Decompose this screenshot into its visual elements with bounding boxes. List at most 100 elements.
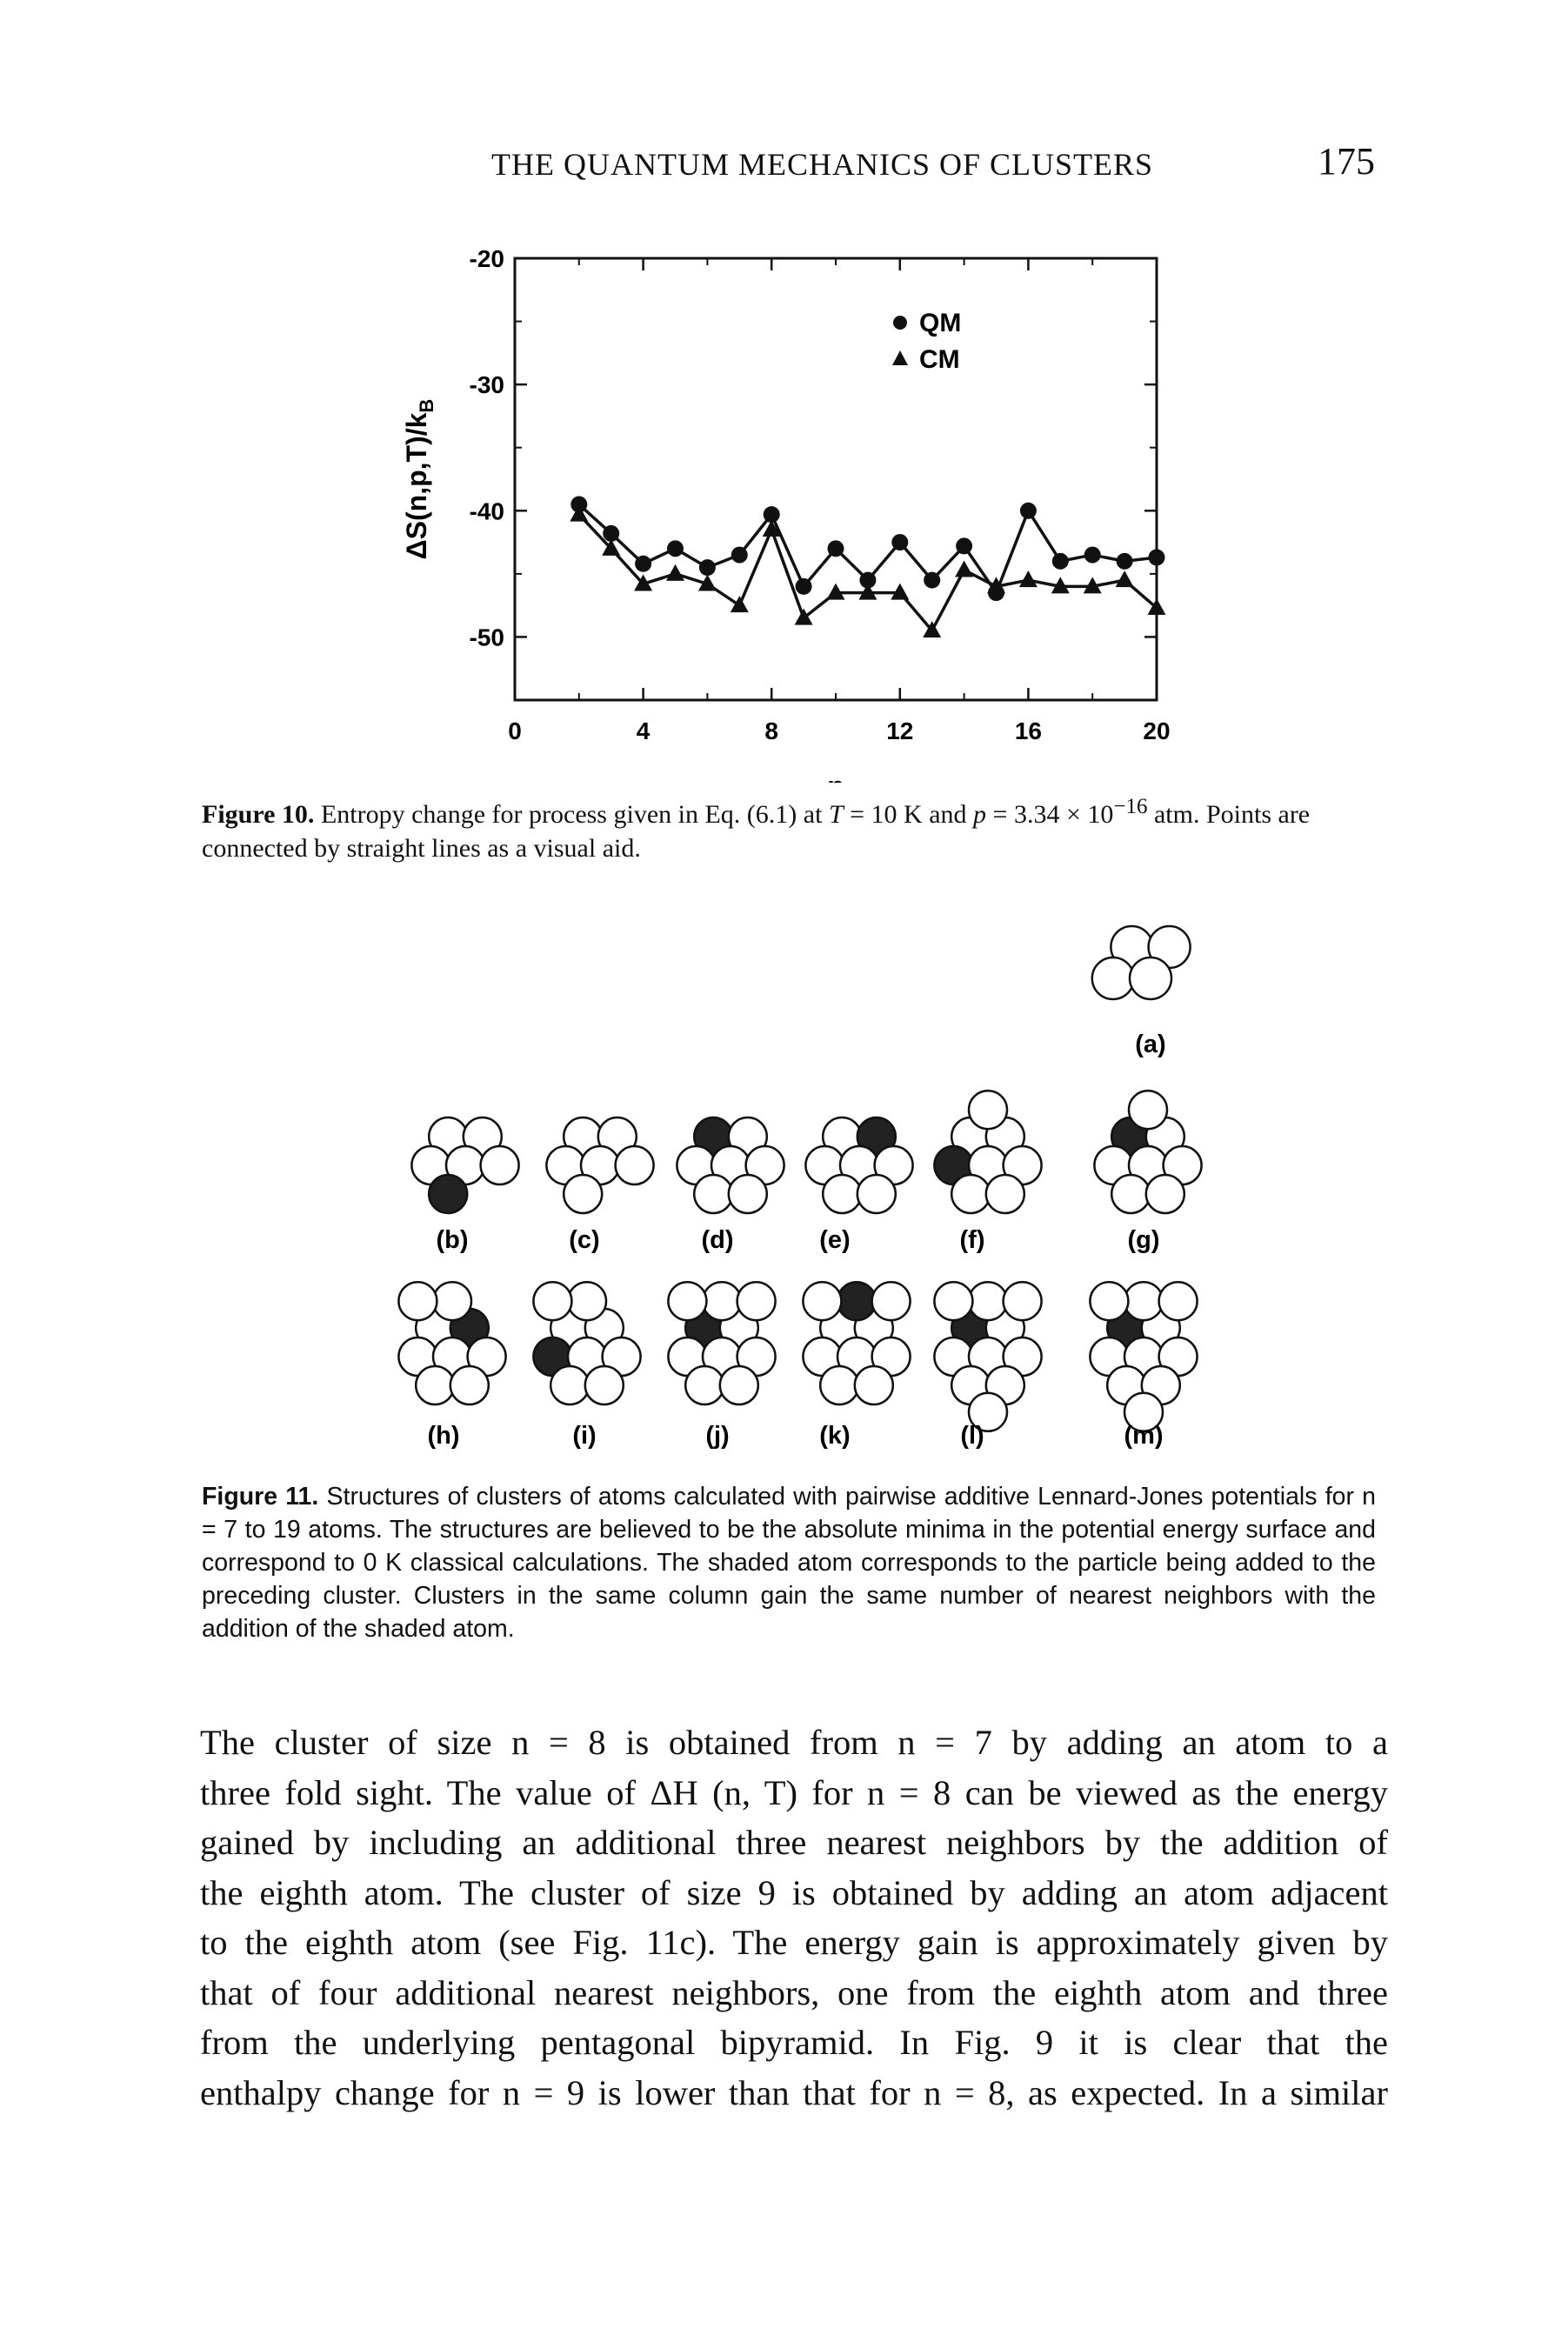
data-point-cm	[794, 608, 813, 625]
data-point-cm	[1083, 577, 1102, 594]
atom	[950, 1173, 991, 1215]
figure-11-caption-text: Structures of clusters of atoms calculat…	[202, 1483, 1376, 1643]
data-point-cm	[697, 574, 717, 591]
cluster-m	[1089, 1280, 1198, 1433]
atom	[532, 1280, 573, 1322]
x-tick-label: 12	[886, 717, 913, 744]
atom	[818, 1364, 860, 1406]
y-axis-label: ΔS(n,p,T)/kB	[401, 399, 437, 560]
data-point-qm	[731, 546, 748, 564]
atom	[967, 1089, 1009, 1131]
panel-label-k: (k)	[819, 1422, 850, 1450]
data-point-cm	[1147, 598, 1166, 616]
atom	[1110, 1173, 1151, 1215]
data-point-cm	[602, 538, 621, 556]
legend-label-cm: CM	[919, 345, 960, 374]
panel-label-l: (l)	[960, 1422, 984, 1450]
data-point-cm	[1018, 570, 1038, 588]
atom	[684, 1364, 725, 1406]
data-point-qm	[570, 496, 588, 513]
data-point-qm	[635, 555, 652, 572]
body-line: gained by including an additional three …	[200, 1823, 1388, 1862]
panel-label-h: (h)	[427, 1422, 459, 1450]
data-point-cm	[955, 560, 974, 577]
body-line: to the eighth atom (see Fig. 11c). The e…	[200, 1923, 1388, 1962]
data-point-qm	[603, 524, 620, 542]
body-line: enthalpy change for n = 9 is lower than …	[200, 2072, 1388, 2112]
x-tick-label: 8	[764, 717, 778, 744]
atom	[1089, 1280, 1130, 1322]
y-tick-label: -50	[470, 624, 504, 650]
atom	[856, 1173, 897, 1215]
atom	[1123, 1280, 1164, 1322]
figure-11-label: Figure 11.	[202, 1483, 319, 1511]
shaded-atom	[427, 1173, 469, 1215]
atom	[933, 1280, 974, 1322]
data-point-qm	[763, 506, 780, 524]
y-tick-label: -30	[470, 371, 504, 398]
atom	[967, 1280, 1009, 1322]
panel-label-c: (c)	[569, 1226, 599, 1254]
body-line: the eighth atom. The cluster of size 9 i…	[200, 1872, 1388, 1912]
data-point-cm	[730, 596, 749, 613]
running-head: THE QUANTUM MECHANICS OF CLUSTERS	[491, 147, 1154, 182]
atom	[414, 1364, 456, 1406]
atom	[1127, 1089, 1169, 1131]
body-line: from the underlying pentagonal bipyramid…	[200, 2023, 1388, 2062]
cluster-e	[804, 1116, 914, 1215]
cluster-c	[545, 1116, 655, 1215]
atom	[1158, 1280, 1198, 1322]
figure-10-label: Figure 10.	[202, 800, 315, 829]
panel-label-j: (j)	[705, 1422, 729, 1450]
data-point-cm	[570, 504, 589, 522]
x-tick-label: 0	[508, 717, 522, 744]
y-tick-label: -20	[470, 245, 504, 272]
data-point-qm	[1019, 502, 1037, 519]
atom	[802, 1280, 843, 1322]
atom	[736, 1280, 777, 1322]
atom	[821, 1173, 863, 1215]
atom	[871, 1280, 911, 1322]
cluster-i	[532, 1280, 642, 1406]
data-point-cm	[923, 621, 942, 638]
page-number: 175	[1318, 140, 1375, 183]
body-line: three fold sight. The value of ΔH (n, T)…	[200, 1772, 1388, 1812]
data-point-cm	[666, 564, 684, 581]
cluster-structures-figure: (a)(b)(c)(d)(e)(f)(g)(h)(i)(j)(k)(l)(m)	[397, 924, 1203, 1450]
atom	[397, 1280, 438, 1322]
data-point-qm	[924, 571, 941, 589]
panel-label-b: (b)	[436, 1226, 468, 1254]
atom	[853, 1364, 895, 1406]
cluster-k	[802, 1280, 911, 1406]
data-point-qm	[1051, 552, 1069, 570]
x-tick-label: 20	[1143, 717, 1170, 744]
cluster-f	[933, 1089, 1043, 1215]
data-point-qm	[795, 577, 812, 595]
atom	[562, 1173, 604, 1215]
atom	[1002, 1280, 1043, 1322]
atom	[449, 1364, 490, 1406]
x-axis-label: n	[827, 770, 844, 783]
data-point-qm	[667, 540, 684, 557]
atom	[718, 1364, 760, 1406]
panel-label-a: (a)	[1135, 1031, 1165, 1058]
panel-label-e: (e)	[819, 1226, 850, 1254]
atom	[431, 1280, 473, 1322]
atom	[1128, 956, 1173, 1001]
cluster-a	[1091, 924, 1191, 1001]
body-line: The cluster of size n = 8 is obtained fr…	[200, 1723, 1388, 1762]
figure-11-caption: Figure 11. Structures of clusters of ato…	[202, 1480, 1376, 1645]
x-tick-label: 4	[637, 717, 651, 744]
data-point-qm	[859, 571, 877, 589]
data-point-qm	[1084, 546, 1101, 564]
atom	[984, 1173, 1026, 1215]
data-point-cm	[987, 577, 1005, 594]
legend-marker-qm	[893, 316, 907, 330]
legend-marker-cm	[892, 350, 908, 365]
atom	[479, 1144, 520, 1186]
data-point-qm	[1116, 552, 1133, 570]
atom	[614, 1144, 655, 1186]
panel-label-m: (m)	[1124, 1422, 1163, 1450]
cluster-h	[397, 1280, 507, 1406]
